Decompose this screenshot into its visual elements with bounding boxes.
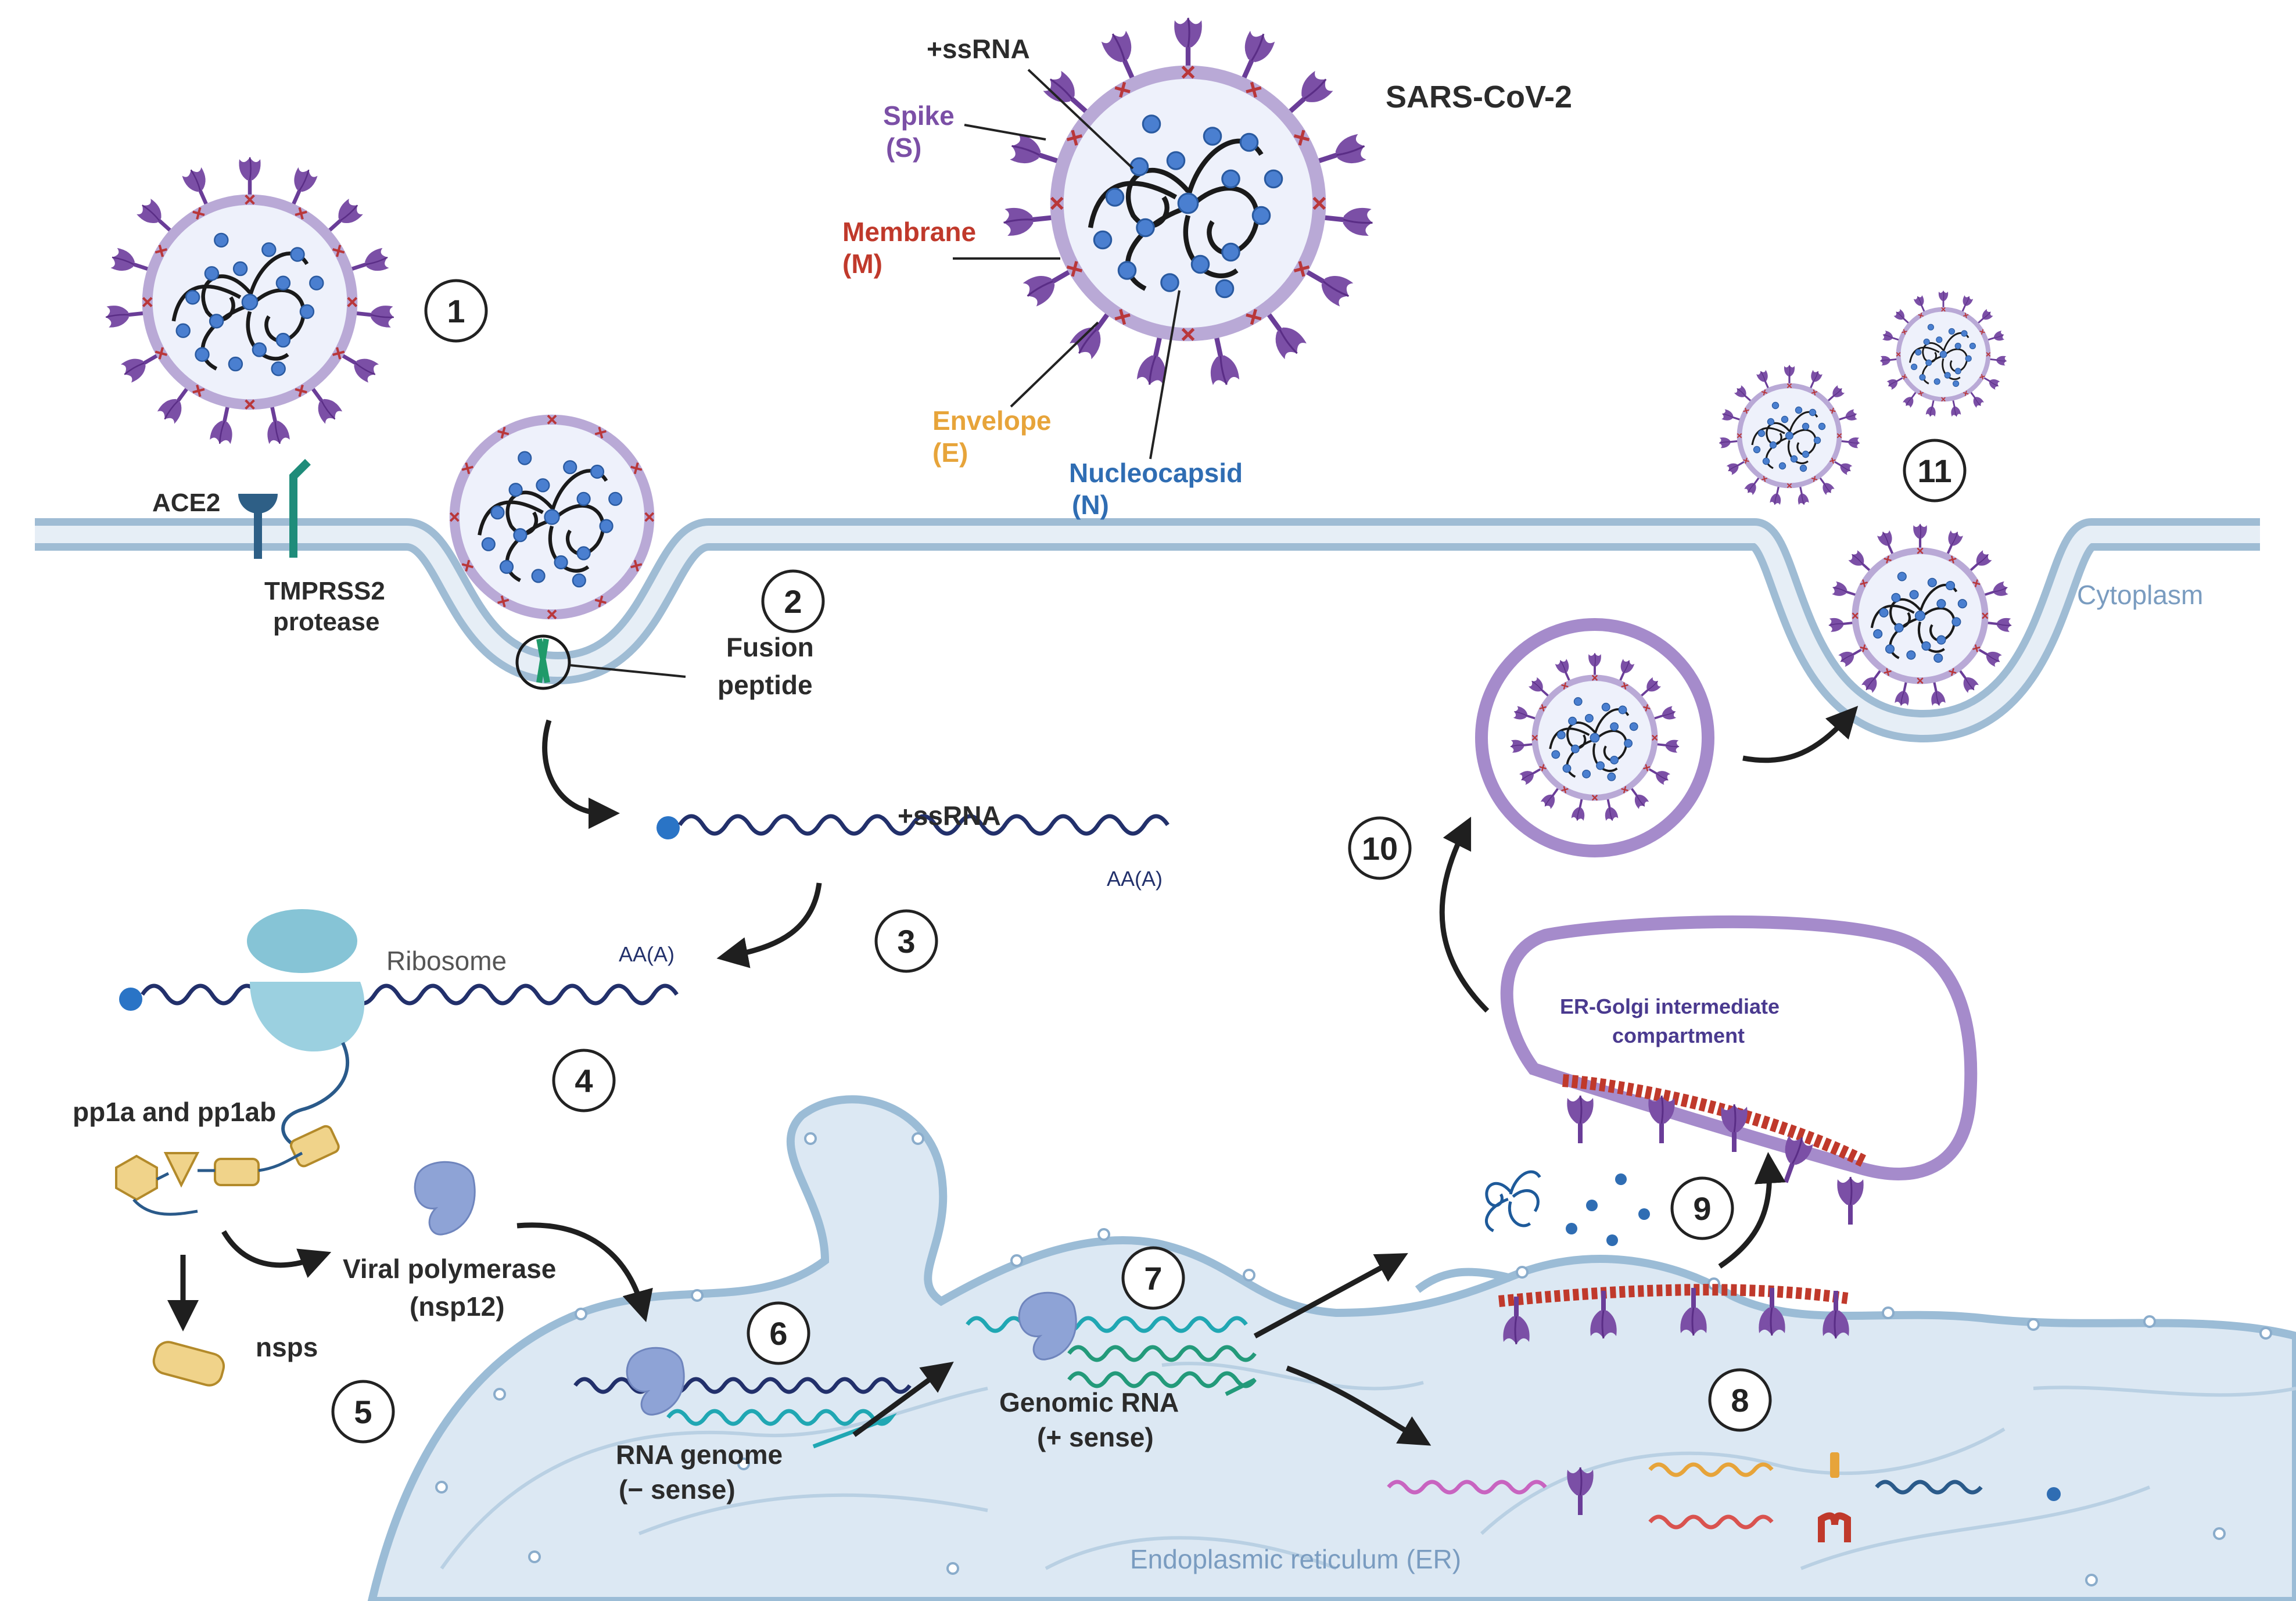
ribosome-label: Ribosome bbox=[386, 946, 507, 976]
step-marker-10: 10 bbox=[1348, 816, 1412, 880]
nucleocapsid-label: Nucleocapsid bbox=[1069, 458, 1243, 488]
ace2-receptor-icon bbox=[238, 494, 278, 559]
membrane-label: Membrane bbox=[842, 217, 976, 247]
arrow-to-genomic-rna bbox=[852, 1362, 954, 1437]
polya-tail-1: AA(A) bbox=[1107, 867, 1163, 891]
spike-pointer bbox=[964, 124, 1046, 141]
envelope-protein-icon bbox=[1830, 1452, 1839, 1478]
step-marker-9: 9 bbox=[1670, 1176, 1734, 1240]
translating-rna bbox=[119, 983, 679, 1011]
n-protein-dots bbox=[1566, 1173, 1650, 1246]
envelope-abbr: (E) bbox=[932, 437, 968, 468]
fusion-peptide-pointer bbox=[569, 664, 686, 678]
nucleocapsid-protein-icon bbox=[2047, 1487, 2061, 1501]
step-marker-2: 2 bbox=[761, 569, 825, 633]
nucleocapsid-assembly bbox=[1485, 1170, 1541, 1233]
genomic-rna-label: Genomic RNA bbox=[999, 1387, 1179, 1417]
incoming-ssrna-label: +ssRNA bbox=[898, 800, 1001, 831]
rna-genome-label: RNA genome bbox=[616, 1440, 783, 1470]
svg-text:8: 8 bbox=[1731, 1382, 1749, 1419]
negative-sense-label: (− sense) bbox=[619, 1474, 736, 1505]
ergic-membrane-cargo bbox=[1562, 1074, 1868, 1168]
svg-text:1: 1 bbox=[447, 293, 465, 329]
sars-cov-2-title: SARS-CoV-2 bbox=[1386, 80, 1572, 114]
polya-tail-2: AA(A) bbox=[619, 942, 675, 966]
arrow-to-subgenomic bbox=[1286, 1365, 1432, 1446]
ssrna-label: +ssRNA bbox=[927, 34, 1030, 64]
arrow-to-assembly bbox=[1253, 1253, 1408, 1338]
ace2-label: ACE2 bbox=[152, 489, 220, 517]
viral-polymerase-icon bbox=[414, 1161, 476, 1236]
svg-text:5: 5 bbox=[354, 1394, 372, 1430]
polymerase-abbr: (nsp12) bbox=[410, 1291, 505, 1322]
positive-sense-label: (+ sense) bbox=[1037, 1422, 1154, 1452]
arrow-rna-to-ribosome bbox=[716, 882, 822, 968]
step-marker-11: 11 bbox=[1903, 439, 1967, 502]
endoplasmic-reticulum bbox=[367, 1095, 2296, 1601]
polyprotein-linker bbox=[132, 1151, 303, 1216]
spike-label: Spike bbox=[883, 100, 955, 131]
er-membrane-cargo bbox=[1498, 1284, 1849, 1307]
step-marker-3: 3 bbox=[874, 909, 938, 973]
protease-label: protease bbox=[273, 608, 379, 636]
step-marker-1: 1 bbox=[424, 279, 488, 343]
svg-text:9: 9 bbox=[1693, 1190, 1711, 1227]
incoming-ssrna bbox=[656, 814, 1169, 839]
svg-text:10: 10 bbox=[1362, 830, 1398, 867]
polyproteins-label: pp1a and pp1ab bbox=[73, 1097, 276, 1127]
nsps-label: nsps bbox=[256, 1332, 318, 1362]
cytoplasm-label: Cytoplasm bbox=[2077, 580, 2203, 610]
svg-text:6: 6 bbox=[769, 1315, 787, 1352]
polymerase-label: Viral polymerase bbox=[343, 1254, 556, 1284]
released-virion-a bbox=[1719, 365, 1860, 505]
virion-binding bbox=[105, 157, 395, 446]
ssrna-pointer bbox=[1027, 69, 1134, 170]
nascent-polypeptide bbox=[281, 1042, 349, 1152]
svg-text:11: 11 bbox=[1917, 453, 1951, 489]
plasma-membrane bbox=[35, 518, 2260, 743]
svg-text:7: 7 bbox=[1144, 1260, 1162, 1297]
fusion-peptide-icon bbox=[536, 638, 550, 683]
ergic-compartment bbox=[1500, 915, 1978, 1180]
positive-sense-genome bbox=[966, 1291, 1257, 1397]
fusion-peptide-highlight bbox=[515, 634, 571, 690]
membrane-protein-icon bbox=[1818, 1512, 1851, 1542]
svg-text:2: 2 bbox=[784, 583, 802, 620]
arrow-vesicle-to-budding bbox=[1742, 706, 1859, 763]
sars-cov-2-virion bbox=[1002, 18, 1374, 387]
membrane-abbr: (M) bbox=[842, 249, 882, 279]
ribosome-icon bbox=[247, 909, 365, 1051]
ergic-label-line1: ER-Golgi intermediate bbox=[1560, 995, 1780, 1018]
budding-virion bbox=[1828, 524, 2012, 707]
released-virion-b bbox=[1879, 291, 2007, 418]
svg-text:3: 3 bbox=[897, 923, 915, 960]
subgenomic-rnas bbox=[1387, 1462, 1983, 1530]
arrow-ergic-to-vesicle bbox=[1439, 816, 1490, 1013]
nucleocapsid-pointer bbox=[1149, 290, 1181, 460]
svg-text:4: 4 bbox=[575, 1062, 593, 1099]
step-marker-5: 5 bbox=[331, 1380, 395, 1444]
tmprss2-protease-icon bbox=[289, 459, 311, 558]
negative-sense-genome bbox=[573, 1347, 912, 1449]
nucleocapsid-abbr: (N) bbox=[1072, 490, 1109, 520]
step-marker-4: 4 bbox=[552, 1049, 616, 1112]
envelope-pointer bbox=[1010, 321, 1099, 408]
virion-entering bbox=[450, 415, 653, 618]
envelope-label: Envelope bbox=[932, 405, 1052, 436]
arrow-to-polymerase bbox=[221, 1230, 332, 1278]
er-label: Endoplasmic reticulum (ER) bbox=[1130, 1544, 1461, 1574]
step-marker-8: 8 bbox=[1708, 1368, 1772, 1432]
step-marker-6: 6 bbox=[747, 1301, 810, 1365]
tmprss2-label: TMPRSS2 bbox=[264, 577, 385, 605]
polyprotein-chain bbox=[115, 1125, 340, 1201]
ergic-label-line2: compartment bbox=[1612, 1024, 1745, 1047]
spike-abbr: (S) bbox=[886, 132, 921, 163]
peptide-label: peptide bbox=[718, 670, 813, 700]
arrow-polymerase-to-replication bbox=[516, 1222, 653, 1323]
arrow-er-to-ergic bbox=[1718, 1152, 1786, 1269]
fusion-label: Fusion bbox=[726, 632, 814, 662]
arrow-entry-to-rna bbox=[542, 719, 620, 829]
nsp-protein-icon bbox=[152, 1341, 225, 1387]
step-marker-7: 7 bbox=[1121, 1246, 1185, 1310]
